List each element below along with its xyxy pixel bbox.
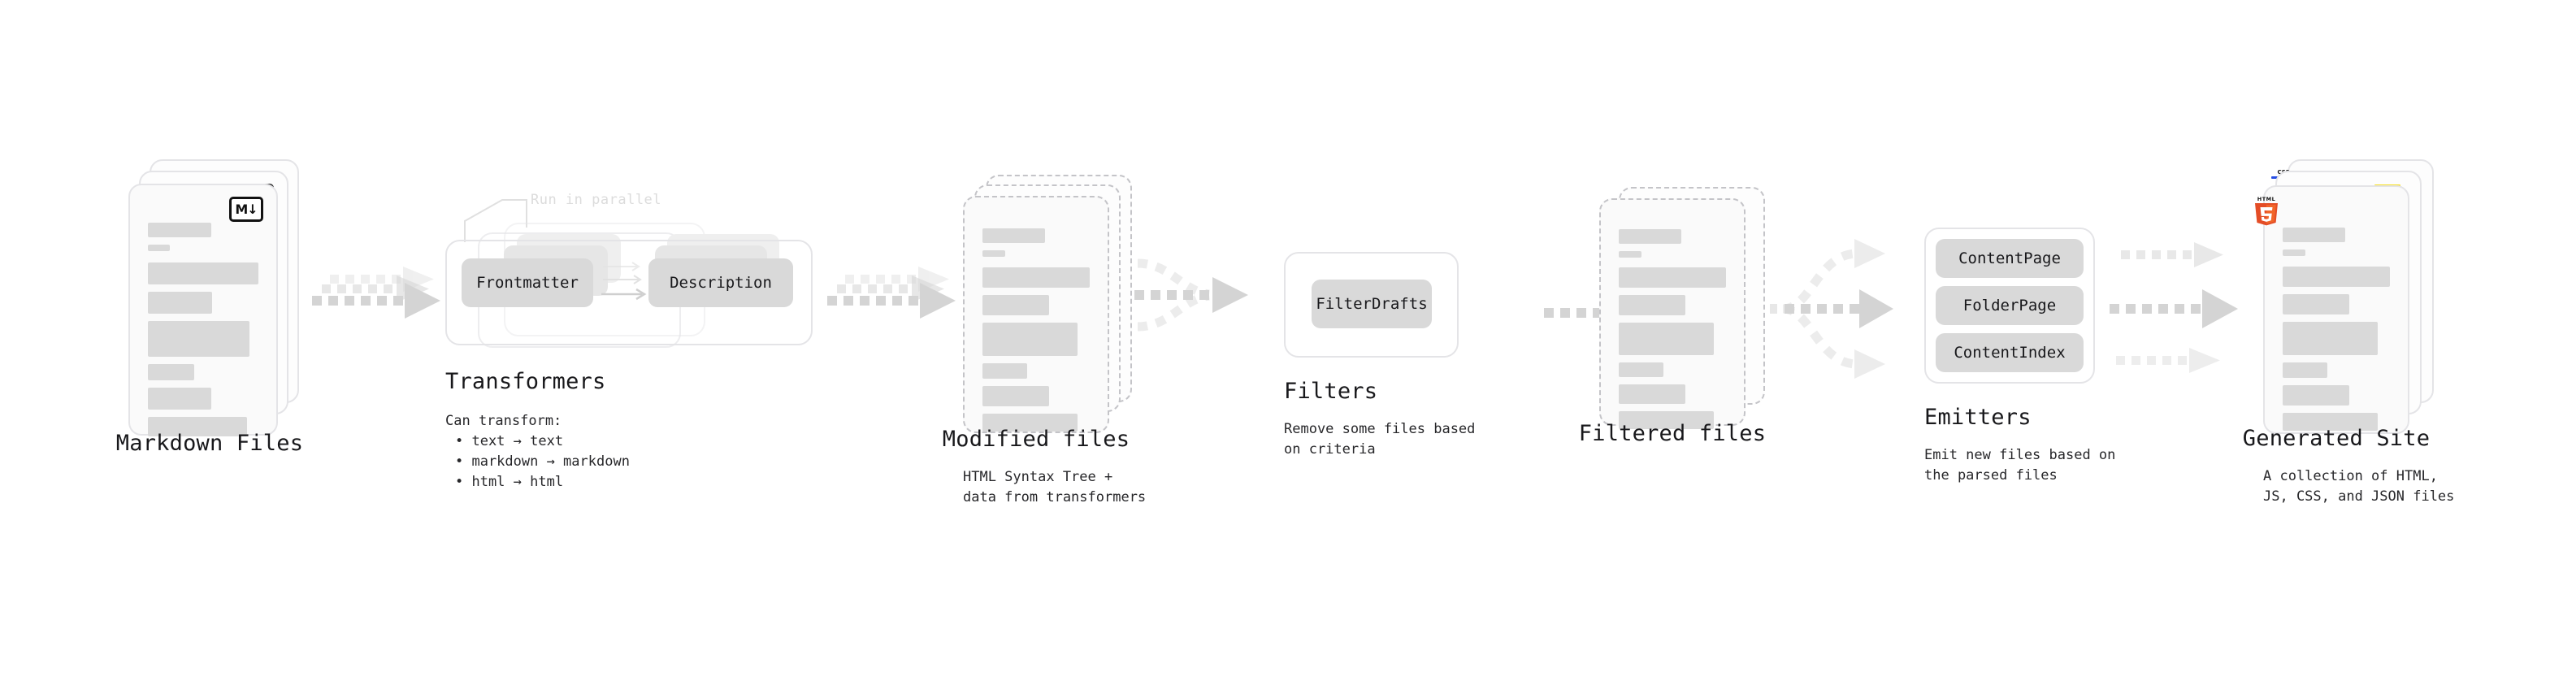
chip-folderpage[interactable]: FolderPage <box>1936 286 2084 325</box>
arrow-transformers-to-modified <box>827 265 957 338</box>
transformers-subtitle: Can transform: <box>445 413 562 429</box>
run-in-parallel-label: Run in parallel <box>531 192 662 208</box>
arrow-emitters-to-site <box>2110 228 2264 390</box>
transformer-panel-front <box>445 240 813 345</box>
transformers-bullet-list: • text → text • markdown → markdown • ht… <box>455 432 630 492</box>
arrow-modified-to-filters <box>1134 258 1264 348</box>
markdown-file-stack: M↓ M↓ M↓ <box>128 159 299 436</box>
generated-card-front-html: HTML <box>2255 185 2409 434</box>
chip-contentpage[interactable]: ContentPage <box>1936 239 2084 278</box>
modified-card-skeleton <box>982 228 1090 439</box>
markdown-icon: M↓ <box>229 197 263 222</box>
modified-files-subtitle: HTML Syntax Tree + data from transformer… <box>963 469 1147 505</box>
page-title-generated-site: Generated Site <box>2242 426 2431 451</box>
emitters-subtitle: Emit new files based on the parsed files <box>1924 447 2116 484</box>
stage-filtered-files: Filtered files <box>1579 187 1774 447</box>
generated-site-file-stack: CSS HTML <box>2255 159 2438 436</box>
filtered-card-skeleton <box>1619 229 1726 436</box>
page-title-filtered-files: Filtered files <box>1578 421 1767 446</box>
modified-card-front <box>963 196 1109 433</box>
page-title-markdown-files: Markdown Files <box>115 431 304 456</box>
arrow-markdown-to-transformers <box>312 265 442 338</box>
bullet-markdown-to-markdown: • markdown → markdown <box>455 453 630 470</box>
bullet-html-to-html: • html → html <box>455 474 564 490</box>
run-in-parallel-leader <box>464 199 527 242</box>
modified-file-stack <box>963 175 1138 443</box>
filters-panel <box>1284 252 1459 358</box>
arrow-filtered-to-emitters <box>1770 228 1916 390</box>
chip-frontmatter[interactable]: Frontmatter <box>462 258 593 307</box>
markdown-card-skeleton <box>148 223 258 444</box>
stage-generated-site: CSS HTML <box>2243 159 2454 505</box>
page-title-emitters: Emitters <box>1924 405 2032 430</box>
html5-icon: HTML <box>2253 195 2280 226</box>
generated-site-subtitle: A collection of HTML, JS, CSS, and JSON … <box>2263 468 2455 505</box>
bullet-text-to-text: • text → text <box>455 433 564 449</box>
emitters-panel <box>1924 228 2095 384</box>
chip-description[interactable]: Description <box>648 258 793 307</box>
generated-card-skeleton <box>2283 228 2390 438</box>
page-title-transformers: Transformers <box>445 369 606 394</box>
chip-filterdrafts[interactable]: FilterDrafts <box>1312 280 1432 328</box>
svg-text:HTML: HTML <box>2257 196 2275 202</box>
stage-markdown-files: M↓ M↓ M↓ Markdown Files <box>116 159 303 456</box>
filtered-file-stack <box>1599 187 1774 447</box>
markdown-card-front: M↓ <box>128 184 278 436</box>
filtered-card-front <box>1599 198 1746 429</box>
page-title-filters: Filters <box>1284 379 1378 404</box>
transformer-inner-arrows <box>601 262 647 301</box>
chip-contentindex[interactable]: ContentIndex <box>1936 333 2084 372</box>
page-title-modified-files: Modified files <box>942 427 1130 452</box>
stage-modified-files: Modified files HTML Syntax Tree + data f… <box>943 175 1146 505</box>
filters-subtitle: Remove some files based on criteria <box>1284 421 1476 458</box>
